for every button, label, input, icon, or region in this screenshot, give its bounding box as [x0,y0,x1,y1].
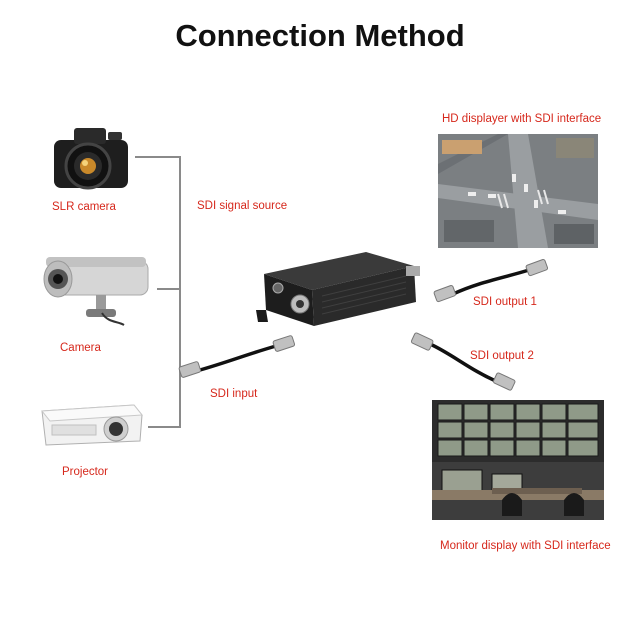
hd-displayer-label: HD displayer with SDI interface [442,113,602,125]
slr-camera-image [52,122,132,192]
slr-camera-label: SLR camera [52,201,116,213]
sdi-output2-label: SDI output 2 [470,350,534,362]
hd-displayer-image [438,134,598,248]
projector-label: Projector [62,466,109,478]
sdi-output1-cable [433,256,548,306]
monitor-display-label: Monitor display with SDI interface [440,540,611,552]
sdi-input-cable [178,332,298,387]
sdi-signal-source-label: SDI signal source [197,200,288,212]
monitor-display-image [432,400,604,520]
camera-image [38,255,150,327]
projector-image [36,393,146,453]
sdi-output1-label: SDI output 1 [473,296,537,308]
diagram-title: Connection Method [175,18,465,53]
sdi-input-label: SDI input [210,388,258,400]
camera-label: Camera [60,342,101,354]
sdi-output2-cable [408,330,518,392]
sdi-distributor-device [256,246,436,336]
